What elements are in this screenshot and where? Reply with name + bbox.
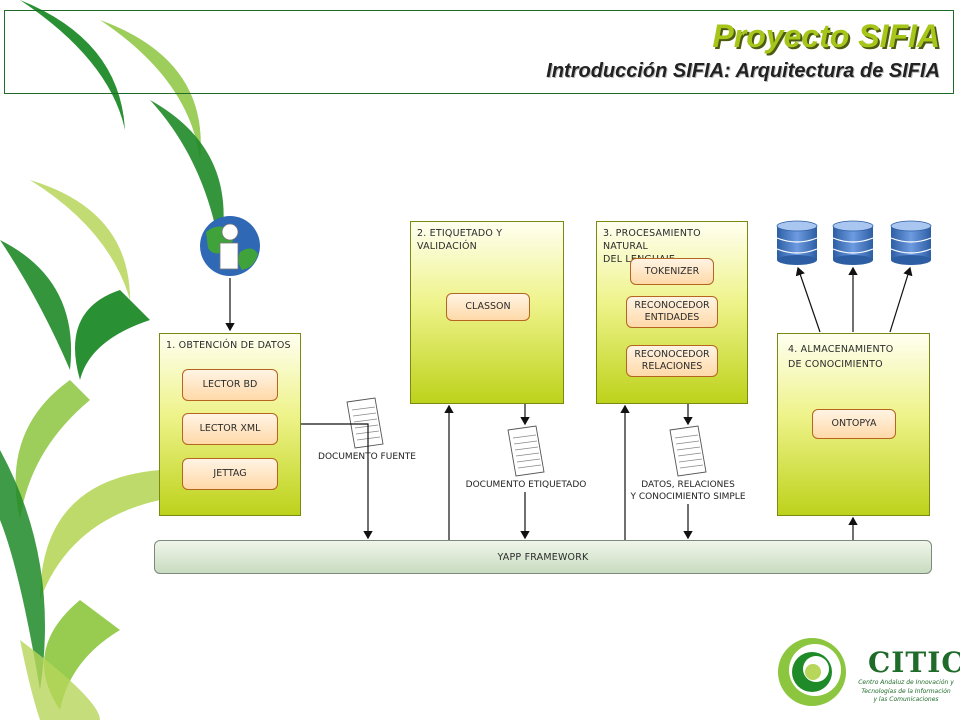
module-classon[interactable]: CLASSON [446, 293, 530, 321]
label-datos-relaciones: DATOS, RELACIONES Y CONOCIMIENTO SIMPLE [630, 480, 746, 502]
arrow-to-database-3 [889, 266, 913, 333]
globe-user-icon [200, 216, 260, 276]
module-tokenizer[interactable]: TOKENIZER [630, 258, 714, 285]
arrow-obtencion-to-framework [300, 423, 373, 540]
document-icon [346, 397, 384, 449]
module-lector-bd[interactable]: LECTOR BD [182, 369, 278, 401]
arrow-to-database-1 [795, 266, 821, 333]
page-title: Proyecto SIFIA [712, 18, 940, 54]
module-ontopya[interactable]: ONTOPYA [812, 409, 896, 439]
module-jettag[interactable]: JETTAG [182, 458, 278, 490]
logo-name: CITIC [868, 646, 960, 679]
document-icon [669, 425, 707, 477]
panel-title: 1. OBTENCIÓN DE DATOS [166, 340, 291, 351]
module-lector-xml[interactable]: LECTOR XML [182, 413, 278, 445]
database-icon [832, 220, 874, 265]
page-subtitle: Introducción SIFIA: Arquitectura de SIFI… [546, 60, 940, 82]
panel-title: 4. ALMACENAMIENTO DE CONOCIMIENTO [788, 344, 894, 370]
label-documento-etiquetado: DOCUMENTO ETIQUETADO [465, 480, 587, 490]
yapp-framework-bar: YAPP FRAMEWORK [154, 540, 932, 574]
header-box [4, 10, 954, 94]
citic-logo-icon [778, 638, 846, 706]
database-icon [776, 220, 818, 265]
swirl-shapes [0, 0, 224, 720]
logo-tagline: Centro Andaluz de Innovación y Tecnologí… [858, 679, 954, 703]
database-icon [890, 220, 932, 265]
document-icon [507, 425, 545, 477]
panel-title: 2. ETIQUETADO Y VALIDACIÓN [417, 228, 503, 252]
module-reconocedor-relaciones[interactable]: RECONOCEDOR RELACIONES [626, 345, 718, 377]
module-reconocedor-entidades[interactable]: RECONOCEDOR ENTIDADES [626, 296, 718, 328]
label-documento-fuente: DOCUMENTO FUENTE [318, 452, 416, 462]
